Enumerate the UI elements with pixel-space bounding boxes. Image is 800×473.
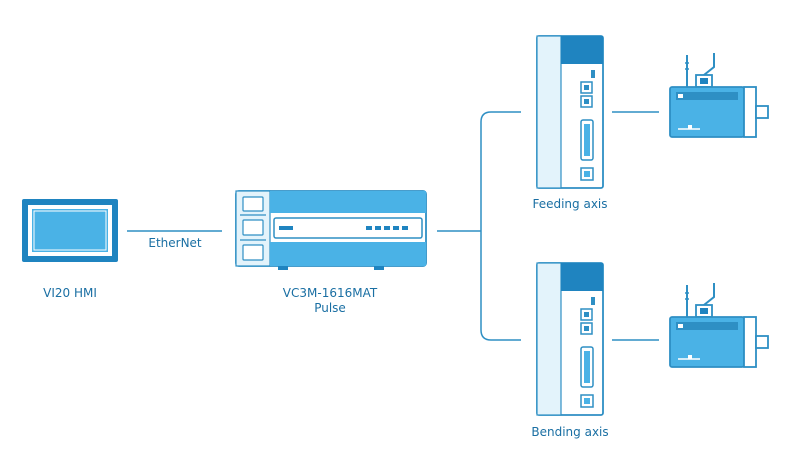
bending-servo-motor [669,282,769,368]
controller-device [235,190,427,270]
bending-axis-label: Bending axis [531,425,609,439]
hmi-label: VI20 HMI [43,286,97,300]
controller-label-type: Pulse [314,301,346,315]
feeding-servo-drive [536,35,604,189]
connection-lines [127,111,659,341]
hmi-device [22,199,118,262]
feeding-servo-motor [669,52,769,138]
drive-bus-line [480,111,521,341]
ethernet-label: EtherNet [148,236,202,250]
controller-label-model: VC3M-1616MAT [282,286,378,300]
bending-servo-drive [536,262,604,416]
feeding-axis-label: Feeding axis [532,197,608,211]
